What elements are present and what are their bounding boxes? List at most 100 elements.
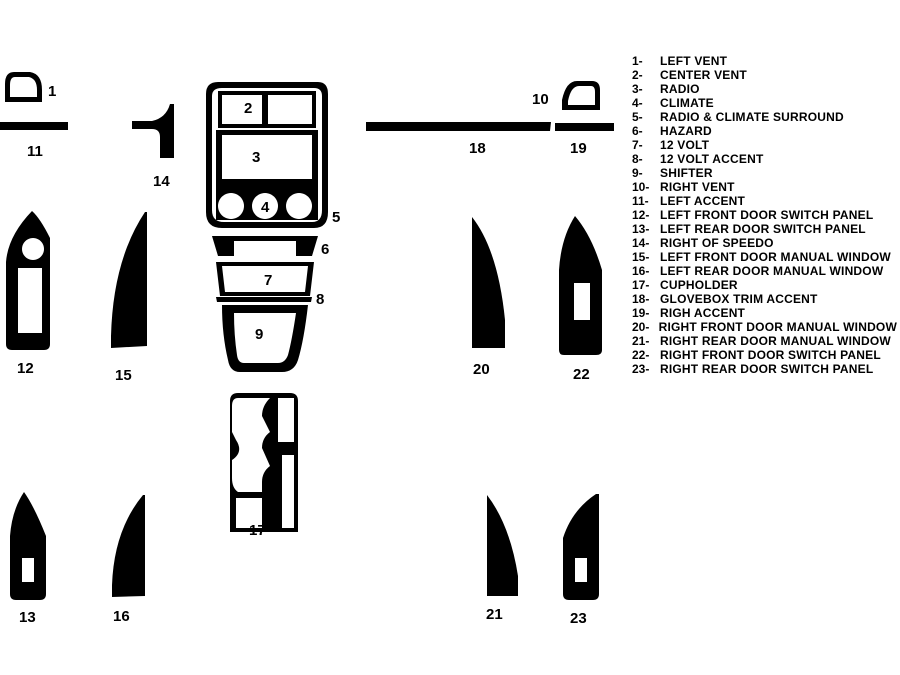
legend-item-label: 12 VOLT [660, 138, 710, 152]
legend-item: 6- HAZARD [632, 124, 897, 138]
legend-item-number: 4- [632, 96, 643, 110]
legend-item: 9-SHIFTER [632, 166, 897, 180]
callout-17: 17 [249, 522, 266, 539]
part-21-right-rear-door-manual-window [487, 495, 518, 596]
callout-21: 21 [486, 606, 503, 623]
legend-item-label: CENTER VENT [660, 68, 747, 82]
legend-item: 20- RIGHT FRONT DOOR MANUAL WINDOW [632, 320, 897, 334]
legend-item: 5- RADIO & CLIMATE SURROUND [632, 110, 897, 124]
callout-23: 23 [570, 610, 587, 627]
part-16-left-rear-door-manual-window [112, 495, 145, 597]
part-7-12-volt [216, 262, 314, 296]
legend-item: 21-RIGHT REAR DOOR MANUAL WINDOW [632, 334, 897, 348]
part-23-right-rear-door-switch-panel [563, 494, 599, 600]
legend-item-number: 16- [632, 264, 650, 278]
legend-item: 14- RIGHT OF SPEEDO [632, 236, 897, 250]
part-12-left-front-door-switch-panel [6, 211, 50, 350]
legend-item-number: 17- [632, 278, 650, 292]
legend-item: 4- CLIMATE [632, 96, 897, 110]
legend-item-number: 10- [632, 180, 650, 194]
callout-12: 12 [17, 360, 34, 377]
part-10-right-vent [562, 81, 600, 110]
legend-item-number: 2- [632, 68, 643, 82]
part-6-hazard [212, 236, 318, 256]
callout-6: 6 [321, 241, 329, 258]
legend-item-number: 18- [632, 292, 650, 306]
callout-19: 19 [570, 140, 587, 157]
part-19-righ-accent [555, 123, 614, 131]
legend-item-label: HAZARD [660, 124, 712, 138]
legend-item-number: 20- [632, 320, 650, 334]
legend-item-number: 13- [632, 222, 650, 236]
legend-item: 12- LEFT FRONT DOOR SWITCH PANEL [632, 208, 897, 222]
callout-5: 5 [332, 209, 340, 226]
legend-item-number: 21- [632, 334, 650, 348]
legend-item-label: RADIO [660, 82, 700, 96]
legend-item-label: RIGHT FRONT DOOR MANUAL WINDOW [658, 320, 897, 334]
legend-item-number: 19- [632, 306, 650, 320]
legend-item-label: RIGHT VENT [660, 180, 735, 194]
legend-item-label: LEFT REAR DOOR SWITCH PANEL [660, 222, 866, 236]
part-11-left-accent [0, 122, 68, 130]
legend-item-label: RIGHT OF SPEEDO [660, 236, 774, 250]
legend-item-number: 15- [632, 250, 650, 264]
legend-item-number: 22- [632, 348, 650, 362]
callout-1: 1 [48, 83, 56, 100]
part-18-glovebox-trim-accent [366, 122, 551, 131]
callout-4: 4 [261, 199, 270, 216]
part-9-shifter [222, 305, 308, 372]
legend-item: 8- 12 VOLT ACCENT [632, 152, 897, 166]
part-8-12-volt-accent [216, 297, 312, 302]
callout-9: 9 [255, 326, 263, 343]
legend-item-label: RIGH ACCENT [660, 306, 746, 320]
callout-20: 20 [473, 361, 490, 378]
callout-11: 11 [27, 143, 43, 160]
callout-2: 2 [244, 100, 252, 117]
callout-15: 15 [115, 367, 132, 384]
legend-item: 7- 12 VOLT [632, 138, 897, 152]
part-22-right-front-door-switch-panel [559, 216, 602, 355]
legend-item-number: 12- [632, 208, 650, 222]
part-2-center-vent [218, 91, 316, 128]
part-20-right-front-door-manual-window [472, 217, 505, 348]
callout-13: 13 [19, 609, 36, 626]
callout-10: 10 [532, 91, 549, 108]
legend-item: 3- RADIO [632, 82, 897, 96]
legend-item: 18-GLOVEBOX TRIM ACCENT [632, 292, 897, 306]
callout-3: 3 [252, 149, 260, 166]
legend-item-label: RADIO & CLIMATE SURROUND [660, 110, 844, 124]
legend-item-label: CUPHOLDER [660, 278, 738, 292]
callout-8: 8 [316, 291, 324, 308]
legend-item-label: LEFT VENT [660, 54, 728, 68]
legend-item-number: 8- [632, 152, 643, 166]
legend-item: 16- LEFT REAR DOOR MANUAL WINDOW [632, 264, 897, 278]
legend-item-label: LEFT FRONT DOOR SWITCH PANEL [660, 208, 874, 222]
legend-item-number: 7- [632, 138, 643, 152]
legend-item: 22- RIGHT FRONT DOOR SWITCH PANEL [632, 348, 897, 362]
legend-item-number: 3- [632, 82, 643, 96]
legend-item: 23-RIGHT REAR DOOR SWITCH PANEL [632, 362, 897, 376]
legend-item-label: RIGHT REAR DOOR SWITCH PANEL [660, 362, 874, 376]
legend-item: 11-LEFT ACCENT [632, 194, 897, 208]
part-13-left-rear-door-switch-panel [10, 492, 46, 600]
legend-item-number: 5- [632, 110, 643, 124]
legend-item-number: 11- [632, 194, 649, 208]
legend-item: 17- CUPHOLDER [632, 278, 897, 292]
legend-item: 13- LEFT REAR DOOR SWITCH PANEL [632, 222, 897, 236]
legend-item: 10- RIGHT VENT [632, 180, 897, 194]
callout-22: 22 [573, 366, 590, 383]
legend-item-label: LEFT REAR DOOR MANUAL WINDOW [660, 264, 884, 278]
legend-item-label: 12 VOLT ACCENT [660, 152, 764, 166]
part-15-left-front-door-manual-window [111, 212, 147, 348]
legend-item: 2- CENTER VENT [632, 68, 897, 82]
legend-item-label: CLIMATE [660, 96, 714, 110]
callout-16: 16 [113, 608, 130, 625]
legend-item-number: 6- [632, 124, 643, 138]
part-3-radio [216, 130, 318, 184]
legend-item: 19- RIGH ACCENT [632, 306, 897, 320]
legend-item-number: 14- [632, 236, 650, 250]
legend-item-label: RIGHT FRONT DOOR SWITCH PANEL [660, 348, 881, 362]
part-14-right-of-speedo [132, 104, 174, 158]
